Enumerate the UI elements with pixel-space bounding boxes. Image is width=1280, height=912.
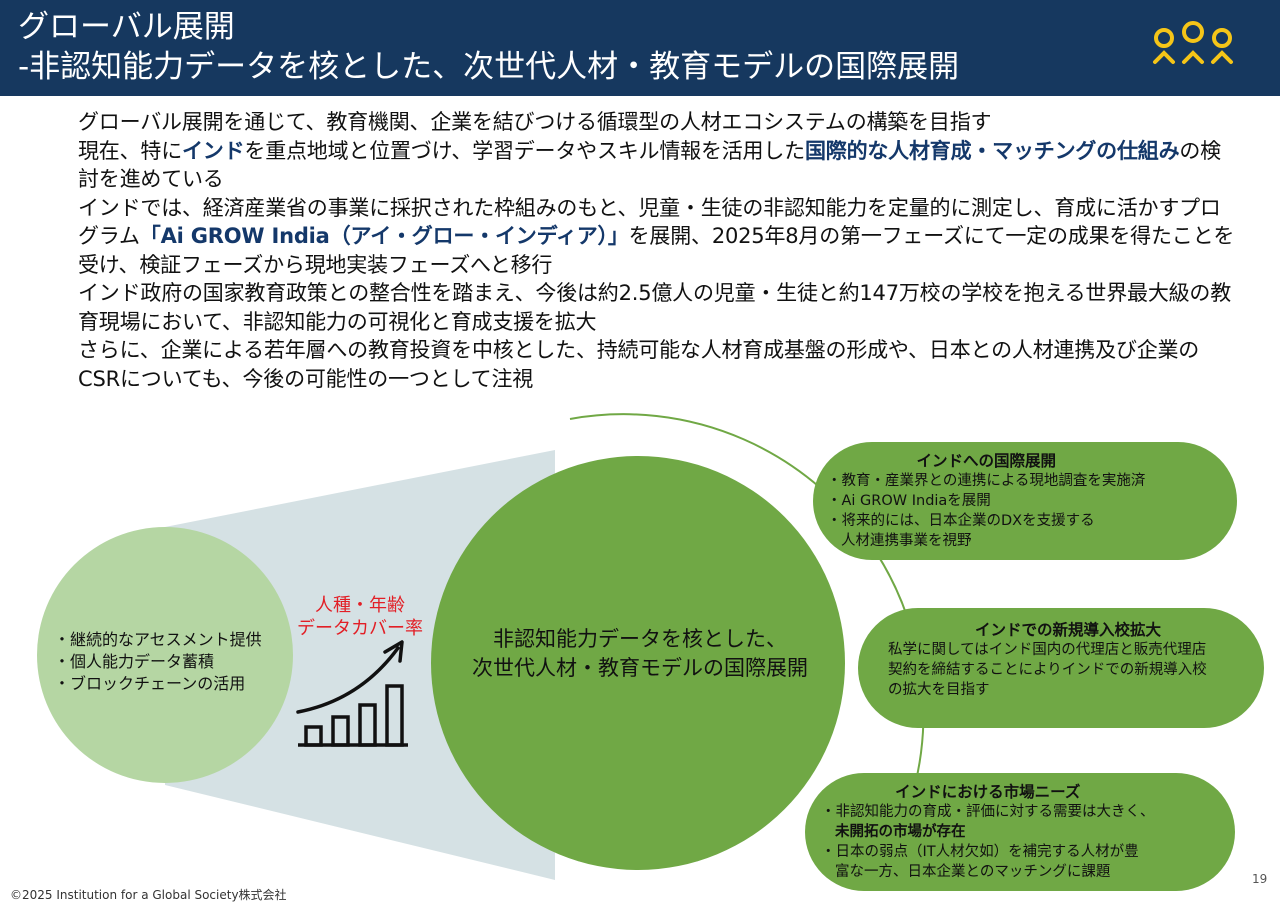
text-span: インドでは、経済産業省の事業に採択された枠組みのもと、児童・生徒の非認知能力を定… xyxy=(78,195,1221,249)
box-title: インドにおける市場ニーズ xyxy=(895,783,1081,801)
page-subtitle: -非認知能力データを核とした、次世代人材・教育モデルの国際展開 xyxy=(18,49,960,85)
india-expansion-box: インドへの国際展開 ・教育・産業界との連携による現地調査を実施済 ・Ai GRO… xyxy=(813,442,1237,560)
coverage-label-line: データカバー率 xyxy=(297,618,423,639)
people-group-icon xyxy=(1153,21,1233,64)
coverage-label-line: 人種・年齢 xyxy=(315,595,405,616)
box-line: 未開拓の市場が存在 xyxy=(835,824,966,840)
center-circle-text: 非認知能力データを核とした、 次世代人材・教育モデルの国際展開 xyxy=(430,625,850,683)
growth-bar-chart-icon xyxy=(296,640,408,747)
left-circle-list: ・継続的なアセスメント提供 ・個人能力データ蓄積 ・ブロックチェーンの活用 xyxy=(54,629,294,695)
funnel-shape xyxy=(165,450,555,880)
market-needs-box: インドにおける市場ニーズ ・非認知能力の育成・評価に対する需要は大きく、 未開拓… xyxy=(805,773,1235,891)
list-item: ・継続的なアセスメント提供 xyxy=(54,630,262,649)
text-span: を展開、2025年8月の第一フェーズにて一定の成果を得たことを受け、検証フェーズ… xyxy=(78,224,1235,277)
box-line: ・非認知能力の育成・評価に対する需要は大きく、 xyxy=(821,804,1155,820)
intro-paragraph-2: 現在、特にインドを重点地域と位置づけ、学習データやスキル情報を活用した国際的な人… xyxy=(78,137,1238,194)
text-span: 現在、特に xyxy=(78,138,182,163)
box-title: インドへの国際展開 xyxy=(916,452,1056,470)
center-text-line: 次世代人材・教育モデルの国際展開 xyxy=(472,656,808,680)
box-line: 人材連携事業を視野 xyxy=(841,533,972,549)
concept-diagram xyxy=(37,413,925,889)
box-line: ・Ai GROW Indiaを展開 xyxy=(827,493,991,509)
highlight-program: 「Ai GROW India（アイ・グロー・インディア）」 xyxy=(139,224,629,248)
intro-paragraph-3: インドでは、経済産業省の事業に採択された枠組みのもと、児童・生徒の非認知能力を定… xyxy=(78,194,1238,280)
coverage-label: 人種・年齢 データカバー率 xyxy=(290,594,430,640)
highlight-india: インド xyxy=(182,138,245,163)
copyright-text: ©2025 Institution for a Global Society株式… xyxy=(10,888,287,902)
intro-paragraph-5: さらに、企業による若年層への教育投資を中核とした、持続可能な人材育成基盤の形成や… xyxy=(78,338,1200,391)
box-title: インドでの新規導入校拡大 xyxy=(974,621,1161,639)
box-line: 契約を締結することによりインドでの新規導入校 xyxy=(888,662,1207,678)
box-line: ・将来的には、日本企業のDXを支援する xyxy=(827,513,1095,529)
center-text-line: 非認知能力データを核とした、 xyxy=(493,627,787,651)
list-item: ・ブロックチェーンの活用 xyxy=(54,674,246,693)
new-schools-box: インドでの新規導入校拡大 私学に関してはインド国内の代理店と販売代理店 契約を締… xyxy=(858,608,1264,728)
intro-paragraph-1: グローバル展開を通じて、教育機関、企業を結びつける循環型の人材エコシステムの構築… xyxy=(78,110,992,134)
box-line: ・日本の弱点（IT人材欠如）を補完する人材が豊 xyxy=(821,844,1139,860)
center-circle xyxy=(431,456,845,870)
header-bar: グローバル展開 -非認知能力データを核とした、次世代人材・教育モデルの国際展開 xyxy=(0,0,1280,96)
highlight-matching: 国際的な人材育成・マッチングの仕組み xyxy=(804,138,1180,163)
text-span: の検討を進めている xyxy=(78,138,1221,192)
box-line: 富な一方、日本企業とのマッチングに課題 xyxy=(835,864,1111,880)
left-circle xyxy=(37,527,293,783)
box-line: の拡大を目指す xyxy=(888,682,990,698)
intro-paragraph-4: インド政府の国家教育政策との整合性を踏まえ、今後は約2.5億人の児童・生徒と約1… xyxy=(78,281,1232,334)
page-number: 19 xyxy=(1252,872,1268,886)
list-item: ・個人能力データ蓄積 xyxy=(54,652,215,671)
text-span: を重点地域と位置づけ、学習データやスキル情報を活用した xyxy=(244,138,805,163)
box-line: ・教育・産業界との連携による現地調査を実施済 xyxy=(827,473,1146,489)
page-title: グローバル展開 xyxy=(18,9,235,45)
box-line: 私学に関してはインド国内の代理店と販売代理店 xyxy=(888,642,1207,658)
intro-text: グローバル展開を通じて、教育機関、企業を結びつける循環型の人材エコシステムの構築… xyxy=(78,108,1238,393)
